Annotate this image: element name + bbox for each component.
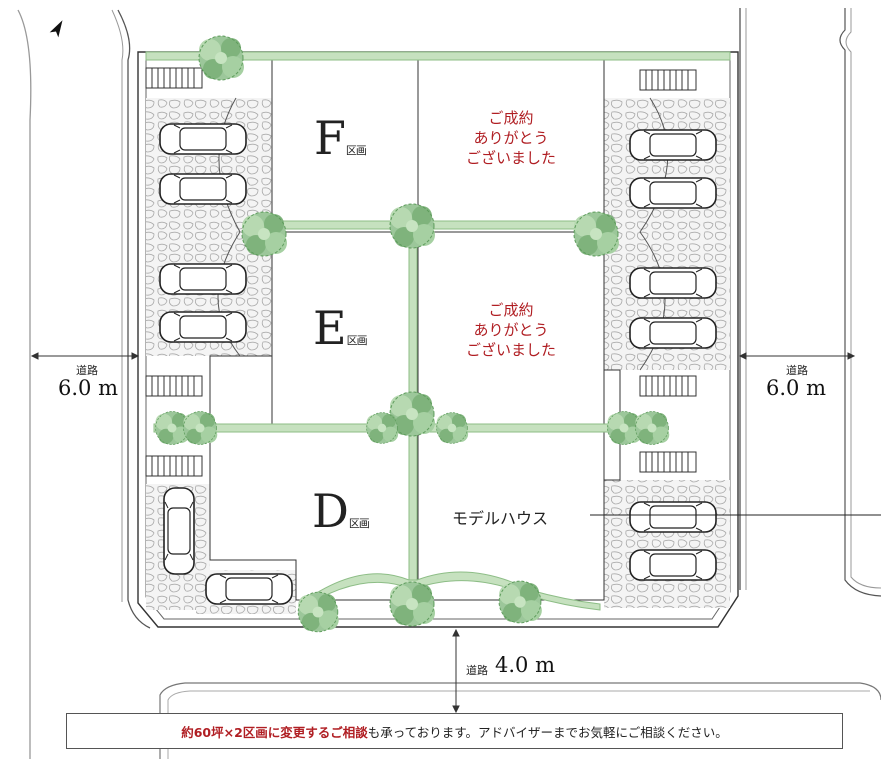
lot-d-letter: D xyxy=(312,484,349,538)
sold-line: ありがとう xyxy=(473,321,549,339)
bottom-road-name: 道路 xyxy=(466,664,488,677)
lot-f-letter: F xyxy=(314,111,346,165)
lot-f-sold-notice: ご成約 ありがとう ございました xyxy=(441,108,581,168)
lot-f-label: F区画 xyxy=(314,115,367,161)
lot-d-suffix: 区画 xyxy=(348,517,370,530)
sold-line: ご成約 xyxy=(488,109,534,127)
lot-f-suffix: 区画 xyxy=(345,144,367,157)
sold-line: ご成約 xyxy=(488,301,534,319)
lot-e-label: E区画 xyxy=(313,305,368,351)
lot-e-sold-notice: ご成約 ありがとう ございました xyxy=(441,300,581,360)
lot-d-label: D区画 xyxy=(312,488,370,534)
right-road-width: 6.0 m xyxy=(766,376,826,400)
lot-e-suffix: 区画 xyxy=(346,334,368,347)
notice-text: も承っております。アドバイザーまでお気軽にご相談ください。 xyxy=(367,724,728,740)
right-road-name: 道路 xyxy=(786,364,808,377)
left-road-width: 6.0 m xyxy=(58,376,118,400)
left-road-name: 道路 xyxy=(76,364,98,377)
bottom-road-width: 4.0 m xyxy=(495,653,555,677)
lot-e-letter: E xyxy=(313,301,347,355)
north-arrow-icon xyxy=(49,20,63,38)
sold-line: ありがとう xyxy=(473,129,549,147)
consultation-notice: 約60坪×2区画に変更するご相談も承っております。アドバイザーまでお気軽にご相談… xyxy=(66,713,843,749)
sold-line: ございました xyxy=(465,341,556,359)
notice-highlight: 約60坪×2区画に変更するご相談 xyxy=(181,724,368,740)
model-house-label: モデルハウス xyxy=(452,509,549,528)
sold-line: ございました xyxy=(465,149,556,167)
